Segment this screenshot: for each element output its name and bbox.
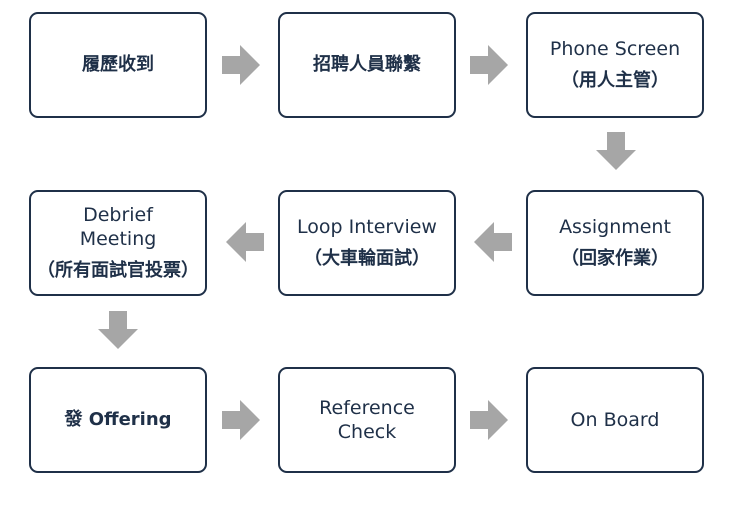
arrow-left-icon xyxy=(474,222,512,262)
step-label: 發 Offering xyxy=(64,409,172,430)
arrow-right-icon xyxy=(222,400,260,440)
step-offer: 發 Offering xyxy=(29,367,207,473)
step-label: On Board xyxy=(570,409,660,431)
step-sublabel: （用人主管） xyxy=(561,70,669,91)
arrow-right-icon xyxy=(470,400,508,440)
step-label-line2: Check xyxy=(337,421,397,443)
arrow-right-icon xyxy=(470,45,508,85)
step-label: 履歷收到 xyxy=(82,54,154,75)
step-label-line1: Reference xyxy=(319,397,415,419)
step-label-line2: Meeting xyxy=(79,228,157,250)
step-recruiter-contact: 招聘人員聯繫 xyxy=(278,12,456,118)
step-label: Phone Screen xyxy=(549,38,681,60)
arrow-right-icon xyxy=(222,45,260,85)
step-debrief-meeting: Debrief Meeting （所有面試官投票） xyxy=(29,190,207,296)
step-label: Assignment xyxy=(559,216,671,238)
step-reference-check: Reference Check xyxy=(278,367,456,473)
arrow-down-icon xyxy=(596,132,636,170)
step-sublabel: （大車輪面試） xyxy=(304,248,430,269)
step-loop-interview: Loop Interview （大車輪面試） xyxy=(278,190,456,296)
step-resume-received: 履歷收到 xyxy=(29,12,207,118)
arrow-left-icon xyxy=(226,222,264,262)
step-sublabel: （回家作業） xyxy=(561,248,669,269)
step-label: Loop Interview xyxy=(297,216,437,238)
step-label: 招聘人員聯繫 xyxy=(313,54,421,75)
step-assignment: Assignment （回家作業） xyxy=(526,190,704,296)
step-on-board: On Board xyxy=(526,367,704,473)
step-sublabel: （所有面試官投票） xyxy=(37,260,199,281)
step-phone-screen: Phone Screen （用人主管） xyxy=(526,12,704,118)
step-label-line1: Debrief xyxy=(83,204,153,226)
arrow-down-icon xyxy=(98,311,138,349)
